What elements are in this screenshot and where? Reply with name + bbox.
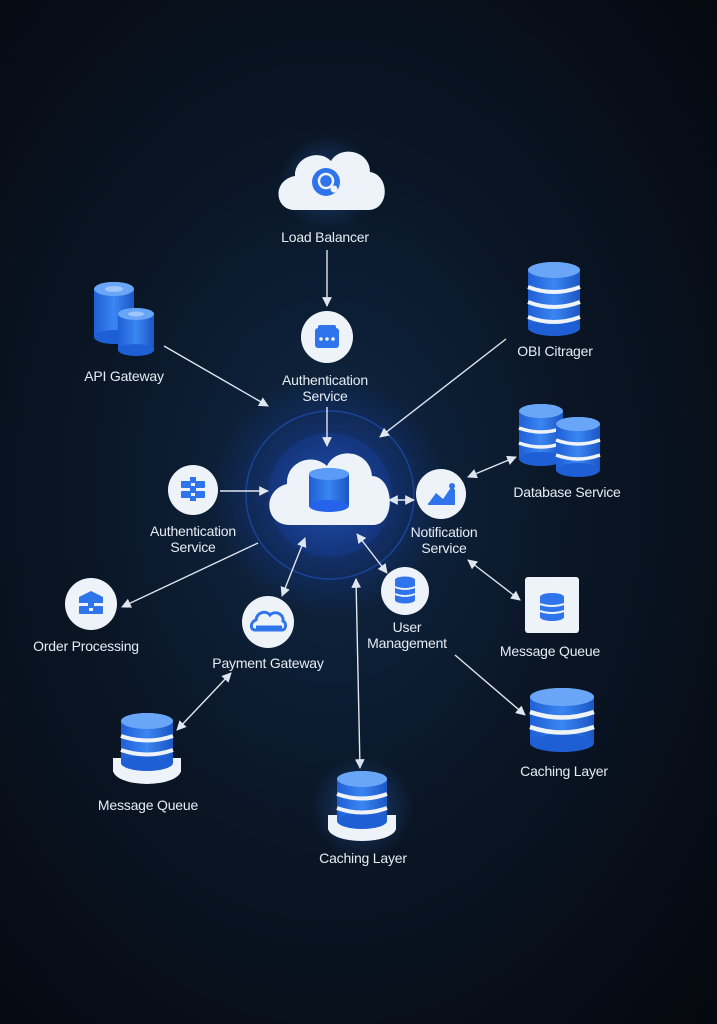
cloud-outline-icon [249, 610, 287, 632]
edge-api-hub [163, 345, 269, 407]
obi-citrager-node[interactable] [527, 262, 581, 336]
label-user-management: User Management [367, 619, 447, 651]
database-stack-icon [328, 771, 396, 841]
user-management-node[interactable] [381, 567, 429, 615]
payment-gateway-node[interactable] [242, 596, 294, 648]
edge-payment-mq [176, 672, 232, 731]
label-order-processing: Order Processing [33, 638, 139, 654]
load-balancer-node[interactable] [278, 134, 385, 230]
chart-icon [428, 483, 455, 505]
label-caching-layer-bottom: Caching Layer [319, 850, 407, 866]
label-payment-gateway: Payment Gateway [212, 655, 324, 671]
database-cylinders-icon [94, 282, 154, 356]
api-gateway-node[interactable] [94, 282, 154, 356]
server-icon [79, 591, 103, 614]
label-database-service: Database Service [513, 484, 621, 500]
database-stack-icon [527, 262, 581, 336]
central-hub[interactable] [269, 453, 390, 525]
notification-service-node[interactable] [416, 469, 466, 519]
database-icon [394, 576, 416, 604]
caching-layer-bottom-node[interactable] [310, 756, 414, 860]
edge-user-cache [454, 654, 526, 716]
cloud-icon [278, 151, 385, 210]
label-auth-service-left: Authentication Service [150, 523, 236, 555]
edge-hub-payment [280, 537, 307, 597]
label-message-queue-right: Message Queue [499, 643, 601, 659]
edge-hub-order [121, 542, 259, 608]
edge-db-notif [467, 455, 517, 479]
label-caching-layer-right: Caching Layer [520, 763, 608, 779]
message-queue-left-node[interactable] [113, 713, 181, 784]
database-service-node[interactable] [518, 404, 601, 477]
caching-layer-right-node[interactable] [529, 688, 595, 752]
edge-hub-user [356, 533, 388, 574]
edge-obi-hub [379, 338, 507, 438]
database-stack-icon [113, 713, 181, 784]
order-processing-node[interactable] [65, 578, 117, 630]
label-obi-citrager: OBI Citrager [517, 343, 593, 359]
auth-service-left-node[interactable] [168, 465, 218, 515]
auth-service-top-node[interactable] [301, 311, 353, 363]
message-queue-right-node[interactable] [525, 577, 579, 633]
label-message-queue-left: Message Queue [97, 797, 199, 813]
lock-icon [315, 325, 339, 348]
label-load-balancer: Load Balancer [281, 229, 369, 245]
connectors [121, 250, 526, 769]
database-stack-icon [529, 688, 595, 752]
label-api-gateway: API Gateway [84, 368, 164, 384]
cloud-database-icon [269, 453, 390, 525]
database-stack-icon [518, 404, 601, 477]
label-notification-service: Notification Service [410, 524, 478, 556]
edge-notif-mq [467, 559, 521, 601]
label-auth-service-top: Authentication Service [282, 372, 368, 404]
database-icon [539, 593, 565, 621]
server-icon [181, 477, 205, 501]
edge-hub-cache [351, 578, 365, 769]
